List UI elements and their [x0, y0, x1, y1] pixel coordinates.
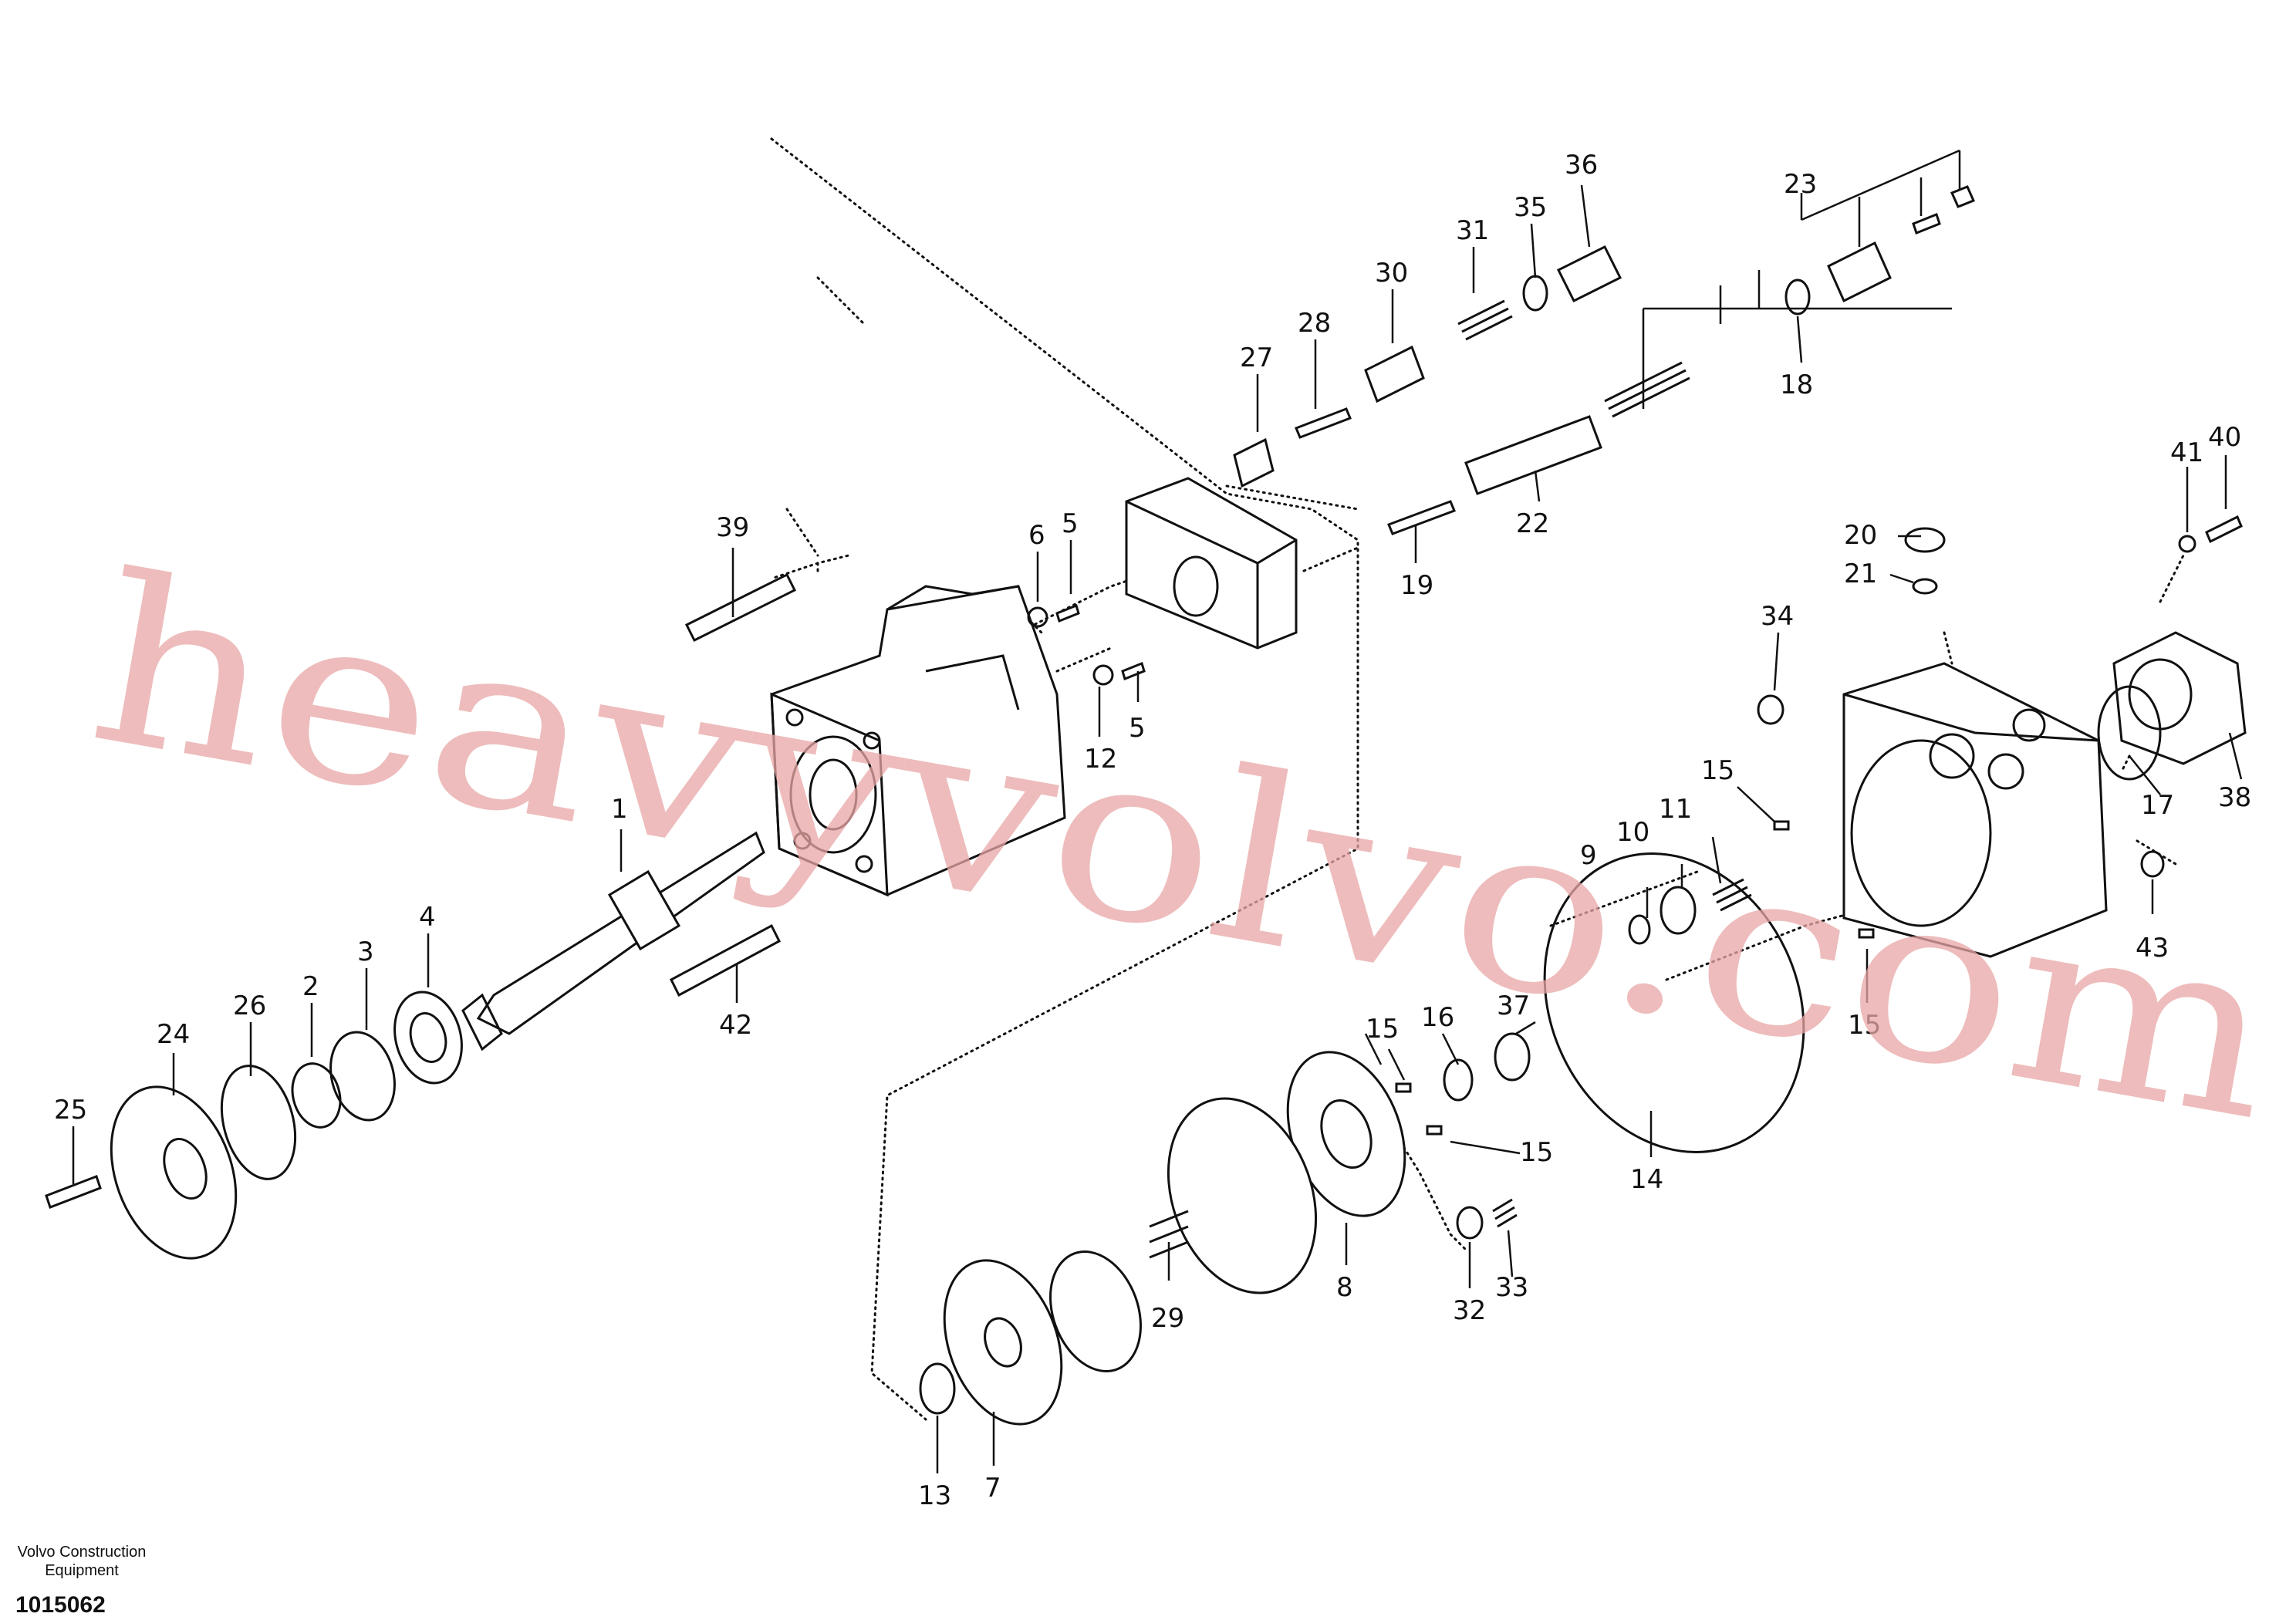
callout-40: 40 [2208, 422, 2241, 453]
callout-7: 7 [984, 1473, 1001, 1504]
pump-housing [770, 585, 1066, 897]
callout-28: 28 [1298, 308, 1331, 339]
callout-42: 42 [719, 1010, 752, 1041]
callout-15a: 15 [1701, 755, 1734, 786]
shaft [461, 831, 765, 1051]
callout-12: 12 [1084, 744, 1117, 775]
callout-10: 10 [1616, 817, 1649, 848]
callout-34: 34 [1761, 601, 1794, 632]
callout-9: 9 [1580, 840, 1597, 871]
drawing-number: 1015062 [15, 1592, 106, 1618]
callout-35: 35 [1514, 192, 1547, 223]
callout-4: 4 [419, 902, 436, 933]
callout-5b: 5 [1129, 713, 1146, 744]
brand-line-2: Equipment [45, 1562, 119, 1579]
callout-16: 16 [1421, 1002, 1454, 1033]
callout-13: 13 [918, 1480, 951, 1511]
callout-22: 22 [1516, 508, 1549, 539]
callout-6: 6 [1028, 520, 1045, 551]
callout-26: 26 [233, 991, 266, 1021]
callout-30: 30 [1375, 258, 1408, 289]
callout-33: 33 [1495, 1272, 1528, 1303]
callout-15c: 15 [1366, 1014, 1399, 1045]
callout-38: 38 [2218, 782, 2251, 813]
callout-17: 17 [2141, 790, 2174, 821]
callout-43: 43 [2136, 933, 2169, 964]
callout-41: 41 [2170, 437, 2203, 468]
callout-2: 2 [302, 971, 319, 1002]
brand-line-1: Volvo Construction [17, 1544, 147, 1561]
callout-31: 31 [1456, 215, 1489, 246]
callout-21: 21 [1844, 559, 1877, 589]
callout-1: 1 [611, 794, 628, 825]
callout-18: 18 [1780, 370, 1813, 400]
callout-labels: 1 2 3 4 5 5 6 7 8 9 10 11 12 13 14 15 15… [54, 150, 2251, 1511]
callout-39: 39 [716, 512, 749, 543]
callout-15b: 15 [1848, 1010, 1881, 1041]
callout-25: 25 [54, 1095, 87, 1126]
callout-15d: 15 [1520, 1137, 1553, 1168]
small-parts [45, 185, 2243, 1426]
callout-29: 29 [1151, 1303, 1184, 1334]
callout-3: 3 [357, 937, 374, 967]
callout-5a: 5 [1062, 508, 1079, 539]
o-ring [1543, 852, 1805, 1153]
footer: Volvo Construction Equipment 1015062 [5, 1543, 159, 1618]
callout-27: 27 [1240, 343, 1273, 373]
callout-8: 8 [1336, 1272, 1353, 1303]
valve-block [1125, 477, 1298, 650]
callout-11: 11 [1659, 794, 1692, 825]
callout-23: 23 [1784, 169, 1817, 200]
callout-19: 19 [1400, 570, 1433, 601]
callout-14: 14 [1630, 1164, 1663, 1195]
callout-24: 24 [157, 1019, 190, 1050]
callout-36: 36 [1565, 150, 1598, 181]
pilot-cover [2097, 631, 2247, 781]
callout-20: 20 [1844, 520, 1877, 551]
leader-lines [72, 149, 2243, 1473]
watermark: heavyvolvo.com [75, 524, 2294, 1172]
end-cover [1842, 662, 2108, 958]
callout-37: 37 [1497, 991, 1530, 1021]
callout-32: 32 [1453, 1295, 1486, 1326]
